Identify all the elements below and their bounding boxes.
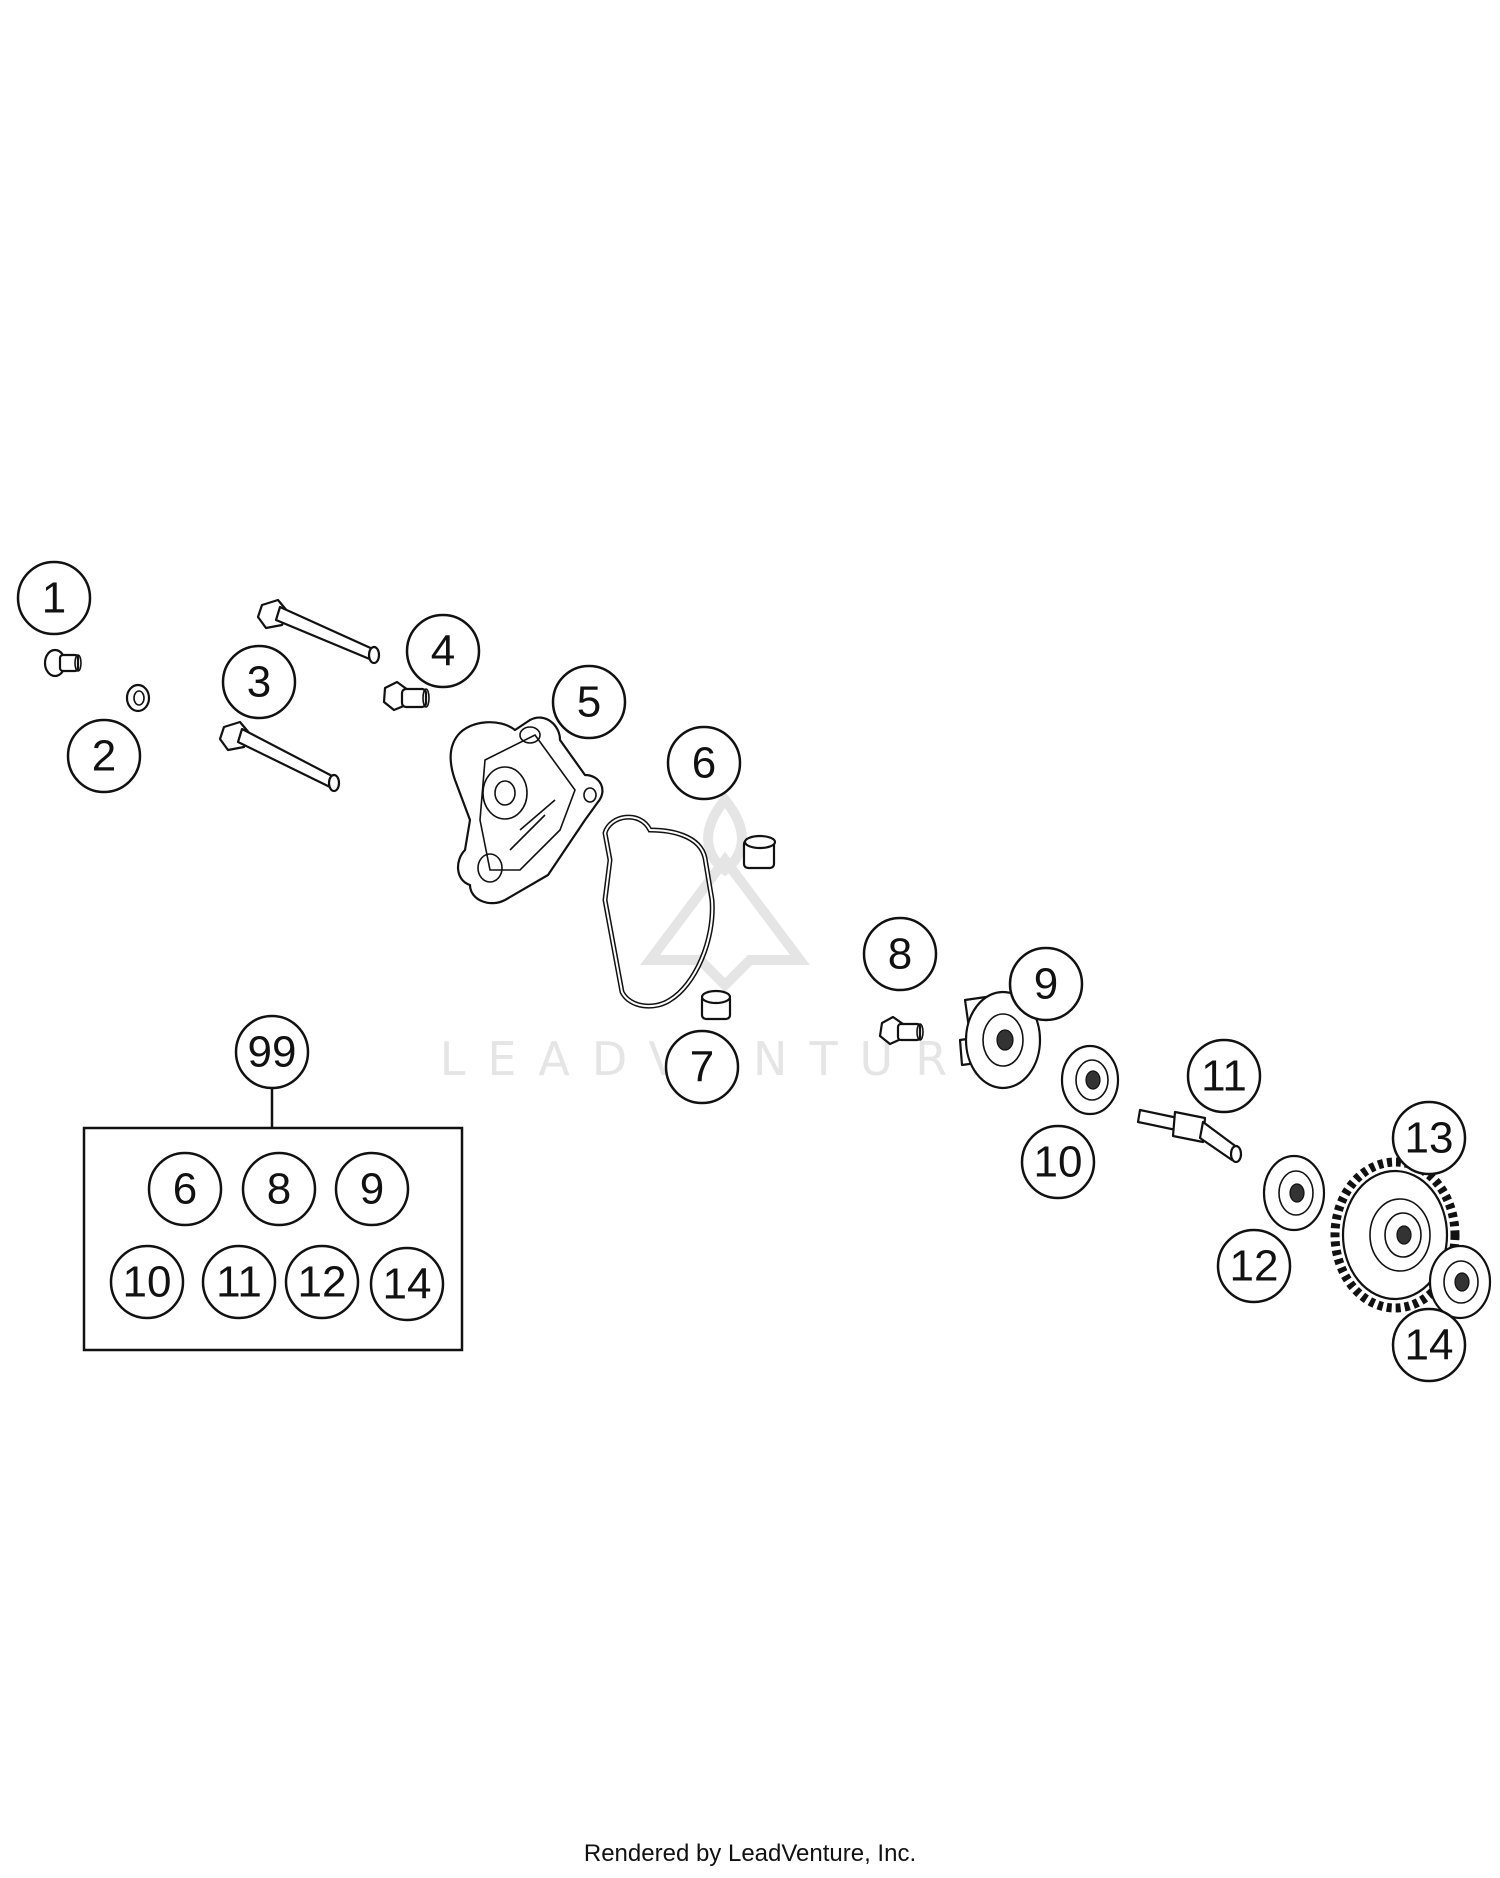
callout-circle-13 <box>1391 1100 1467 1176</box>
callout-circle-5 <box>551 664 627 740</box>
callout-circle-9 <box>1008 946 1084 1022</box>
callout-label-11: 11 <box>1201 1052 1247 1101</box>
part-5-pump-cover <box>449 716 604 905</box>
kit-circle-6 <box>147 1151 223 1227</box>
part-7-dowels <box>700 834 777 1021</box>
part-10-bearing <box>1060 1044 1120 1116</box>
kit-label-6: 6 <box>173 1165 197 1214</box>
callout-label-10: 10 <box>1034 1138 1083 1187</box>
callout-label-5: 5 <box>577 678 601 727</box>
callout-circle-10 <box>1020 1124 1096 1200</box>
footer-credit: Rendered by LeadVenture, Inc. <box>583 1840 917 1867</box>
part-14-bearing <box>1428 1244 1492 1320</box>
kit-circle-10 <box>109 1244 185 1320</box>
callout-circle-2 <box>66 718 142 794</box>
kit-label-12: 12 <box>298 1258 347 1307</box>
kit-circle-14 <box>369 1246 445 1322</box>
callout-label-1: 1 <box>42 574 66 623</box>
kit-label-14: 14 <box>383 1260 432 1309</box>
callout-label-13: 13 <box>1405 1114 1454 1163</box>
part-12-bearing <box>1262 1154 1326 1232</box>
kit-circle-9 <box>334 1151 410 1227</box>
callout-circle-3 <box>221 644 297 720</box>
callout-label-2: 2 <box>92 732 116 781</box>
kit-label-9: 9 <box>360 1165 384 1214</box>
watermark-logo-icon <box>640 792 810 993</box>
part-8-bolt <box>878 1015 924 1046</box>
kit-circle-11 <box>201 1244 277 1320</box>
part-2-washer <box>125 683 151 713</box>
part-1-bolt <box>43 648 82 678</box>
callout-label-12: 12 <box>1230 1242 1279 1291</box>
callout-label-3: 3 <box>247 658 271 707</box>
callout-circle-4 <box>405 613 481 689</box>
callout-label-7: 7 <box>690 1043 714 1092</box>
part-9-impeller <box>958 990 1042 1090</box>
kit-label-10: 10 <box>123 1258 172 1307</box>
part-13-gear <box>1330 1157 1460 1313</box>
part-11-shaft <box>1136 1108 1243 1164</box>
callout-label-9: 9 <box>1034 960 1058 1009</box>
callout-label-14: 14 <box>1405 1321 1454 1370</box>
callout-label-6: 6 <box>692 739 716 788</box>
kit-circle-8 <box>241 1151 317 1227</box>
callout-circle-7 <box>664 1029 740 1105</box>
callout-circle-8 <box>862 916 938 992</box>
kit-circle-12 <box>284 1244 360 1320</box>
kit-label-11: 11 <box>216 1258 262 1307</box>
callout-circle-14 <box>1391 1307 1467 1383</box>
kit-label-8: 8 <box>267 1165 291 1214</box>
part-3-bolts <box>218 598 381 793</box>
part-4-bolt <box>382 680 430 712</box>
part-6-gasket <box>602 814 715 1009</box>
callout-label-99: 99 <box>248 1028 297 1077</box>
callout-circle-12 <box>1216 1228 1292 1304</box>
callout-label-4: 4 <box>431 627 455 676</box>
callout-circle-11 <box>1186 1038 1262 1114</box>
callout-label-8: 8 <box>888 930 912 979</box>
callout-circle-1 <box>16 560 92 636</box>
callout-circle-6 <box>666 725 742 801</box>
